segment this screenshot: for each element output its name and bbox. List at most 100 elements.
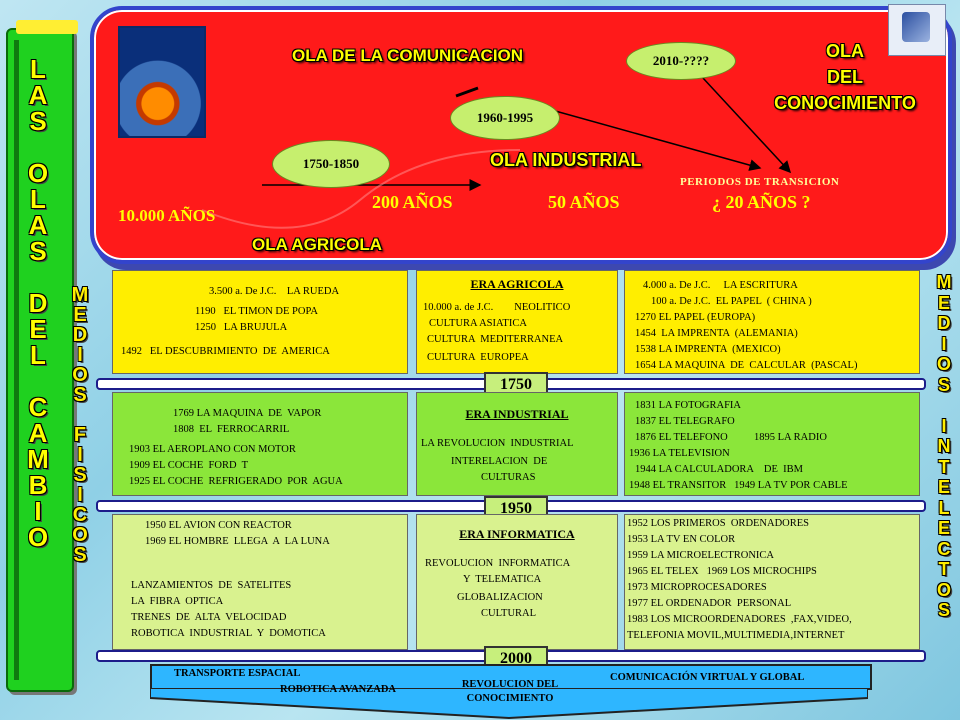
medios-intelectos-letter: I bbox=[941, 333, 947, 354]
row1-right-line: 1454 LA IMPRENTA (ALEMANIA) bbox=[635, 328, 798, 339]
row3-right-line: 1959 LA MICROELECTRONICA bbox=[627, 550, 774, 561]
wave-conocimiento-line-1: OLA bbox=[826, 41, 864, 61]
medios-fisicos-letter: C bbox=[72, 504, 88, 526]
wave-conocimiento-line-3: CONOCIMIENTO bbox=[774, 93, 916, 113]
arrow-2010 bbox=[689, 63, 792, 174]
row3-right-line: 1973 MICROPROCESADORES bbox=[627, 582, 767, 593]
medios-fisicos-letter: D bbox=[72, 324, 88, 346]
medios-fisicos-letter: I bbox=[77, 344, 83, 366]
side-title-letter: A bbox=[28, 210, 48, 240]
row1-left-line: 3.500 a. De J.C. LA RUEDA bbox=[209, 286, 340, 297]
wave-comunicacion-title: OLA DE LA COMUNICACION bbox=[292, 46, 524, 65]
bottom-robotica: ROBOTICA AVANZADA bbox=[280, 684, 397, 695]
row2-left-line: 1769 LA MAQUINA DE VAPOR bbox=[173, 408, 322, 419]
medios-intelectos-letter: T bbox=[938, 559, 950, 579]
side-title-letter: E bbox=[29, 314, 47, 344]
row1-era-line: CULTURA ASIATICA bbox=[429, 318, 527, 329]
side-title-letter: S bbox=[29, 236, 47, 266]
years-200: 200 AÑOS bbox=[372, 192, 453, 212]
row3-left-line: TRENES DE ALTA VELOCIDAD bbox=[131, 612, 287, 623]
row3-left-line: LANZAMIENTOS DE SATELITES bbox=[131, 580, 292, 591]
row1-left-line: 1190 EL TIMON DE POPA bbox=[195, 306, 318, 317]
dash-mark bbox=[455, 86, 479, 98]
row1-left-line: 1250 LA BRUJULA bbox=[195, 322, 288, 333]
side-title-letter: I bbox=[34, 496, 42, 526]
bottom-revolucion: REVOLUCION DEL CONOCIMIENTO bbox=[450, 678, 570, 706]
medios-fisicos-letter: O bbox=[72, 524, 88, 546]
side-title-letter: L bbox=[30, 184, 46, 214]
side-title-letter: M bbox=[27, 444, 49, 474]
bottom-comunicacion: COMUNICACIÓN VIRTUAL Y GLOBAL bbox=[610, 672, 805, 683]
row3-left-line: LA FIBRA OPTICA bbox=[131, 596, 224, 607]
side-title-letter: S bbox=[29, 106, 47, 136]
row3-era-line: GLOBALIZACION bbox=[457, 592, 543, 603]
row1-era-line: CULTURA EUROPEA bbox=[427, 352, 529, 363]
bottom-revolucion-line-1: REVOLUCION DEL bbox=[461, 679, 559, 690]
row2-era-line: CULTURAS bbox=[481, 472, 536, 483]
row3-left-line: ROBOTICA INDUSTRIAL Y DOMOTICA bbox=[131, 628, 326, 639]
panel-arrows bbox=[201, 63, 792, 229]
row3-era-line: REVOLUCION INFORMATICA bbox=[425, 558, 571, 569]
medios-intelectos-letter: L bbox=[938, 497, 950, 518]
row3-era-box: ERA INFORMATICA REVOLUCION INFORMATICA Y… bbox=[416, 514, 618, 650]
medios-intelectos-letter: O bbox=[936, 579, 951, 600]
wave-curve bbox=[201, 149, 521, 229]
years-20: ¿ 20 AÑOS ? bbox=[712, 192, 811, 212]
row1-era-line: CULTURA MEDITERRANEA bbox=[427, 334, 564, 345]
medios-intelectos-letter: E bbox=[937, 292, 950, 313]
row1-left-line: 1492 EL DESCUBRIMIENTO DE AMERICA bbox=[121, 346, 330, 357]
medios-intelectos-letter: E bbox=[937, 518, 950, 538]
side-title-letter: L bbox=[30, 340, 46, 370]
row2-left-line: 1925 EL COCHE REFRIGERADO POR AGUA bbox=[129, 476, 343, 487]
side-title-letter: A bbox=[28, 80, 48, 110]
ellipse-2010: 2010-???? bbox=[626, 42, 736, 80]
medios-fisicos-letter: F bbox=[73, 424, 87, 446]
ellipse-1960: 1960-1995 bbox=[450, 96, 560, 140]
row3-right-line: 1952 LOS PRIMEROS ORDENADORES bbox=[627, 518, 810, 529]
wave-conocimiento-line-2: DEL bbox=[827, 67, 863, 87]
row2-right-box: 1831 LA FOTOGRAFIA 1837 EL TELEGRAFO 187… bbox=[624, 392, 920, 496]
side-title-letter: B bbox=[28, 470, 48, 500]
medios-fisicos-letter: S bbox=[73, 464, 87, 486]
medios-fisicos-letter: E bbox=[73, 304, 87, 326]
banner-top-roll bbox=[16, 20, 78, 34]
row2-left-line: 1903 EL AEROPLANO CON MOTOR bbox=[129, 444, 296, 455]
row2-right-line: 1944 LA CALCULADORA DE IBM bbox=[635, 464, 804, 475]
years-10000: 10.000 AÑOS bbox=[118, 206, 216, 225]
row3-right-line: 1965 EL TELEX 1969 LOS MICROCHIPS bbox=[627, 566, 817, 577]
medios-fisicos-letter: S bbox=[73, 544, 87, 566]
logo-icon bbox=[902, 12, 930, 42]
row1-right-line: 1538 LA IMPRENTA (MEXICO) bbox=[635, 344, 781, 355]
era-informatica-title: ERA INFORMATICA bbox=[459, 527, 575, 541]
medios-fisicos-letter: M bbox=[71, 284, 89, 306]
medios-intelectos-letter: E bbox=[937, 477, 950, 497]
side-title-letter bbox=[24, 368, 52, 394]
medios-fisicos-letter bbox=[66, 405, 94, 425]
row3-era-line: Y TELEMATICA bbox=[463, 574, 542, 585]
bottom-revolucion-line-2: CONOCIMIENTO bbox=[466, 693, 554, 704]
row1-right-line: 100 a. De J.C. EL PAPEL ( CHINA ) bbox=[651, 296, 812, 307]
row3-right-line: 1977 EL ORDENADOR PERSONAL bbox=[627, 598, 792, 609]
row1-right-line: 1270 EL PAPEL (EUROPA) bbox=[635, 312, 756, 323]
row2-era-box: ERA INDUSTRIAL LA REVOLUCION INDUSTRIAL … bbox=[416, 392, 618, 496]
medios-intelectos-letter: M bbox=[936, 272, 952, 292]
era-industrial-title: ERA INDUSTRIAL bbox=[465, 407, 569, 421]
side-title-letter: L bbox=[30, 54, 46, 84]
row2-right-line: 1876 EL TELEFONO 1895 LA RADIO bbox=[635, 432, 827, 443]
medios-intelectos-letter: D bbox=[937, 313, 951, 333]
row3-left-line: 1969 EL HOMBRE LLEGA A LA LUNA bbox=[145, 536, 330, 547]
row2-era-line: LA REVOLUCION INDUSTRIAL bbox=[421, 438, 574, 449]
row2-right-line: 1948 EL TRANSITOR 1949 LA TV POR CABLE bbox=[629, 480, 848, 491]
row2-right-line: 1831 LA FOTOGRAFIA bbox=[635, 400, 741, 411]
row3-left-box: 1950 EL AVION CON REACTOR 1969 EL HOMBRE… bbox=[112, 514, 408, 650]
row1-left-box: 3.500 a. De J.C. LA RUEDA 1190 EL TIMON … bbox=[112, 270, 408, 374]
future-arrow bbox=[150, 688, 868, 720]
medios-intelectos-letter: O bbox=[936, 354, 951, 374]
row2-left-box: 1769 LA MAQUINA DE VAPOR 1808 EL FERROCA… bbox=[112, 392, 408, 496]
medios-fisicos-letter: S bbox=[73, 384, 87, 406]
medios-intelectos-letter: S bbox=[937, 600, 950, 620]
row1-right-line: 1654 LA MAQUINA DE CALCULAR (PASCAL) bbox=[635, 360, 858, 371]
side-title-letter: A bbox=[28, 418, 48, 448]
bottom-transporte: TRANSPORTE ESPACIAL bbox=[174, 668, 301, 679]
